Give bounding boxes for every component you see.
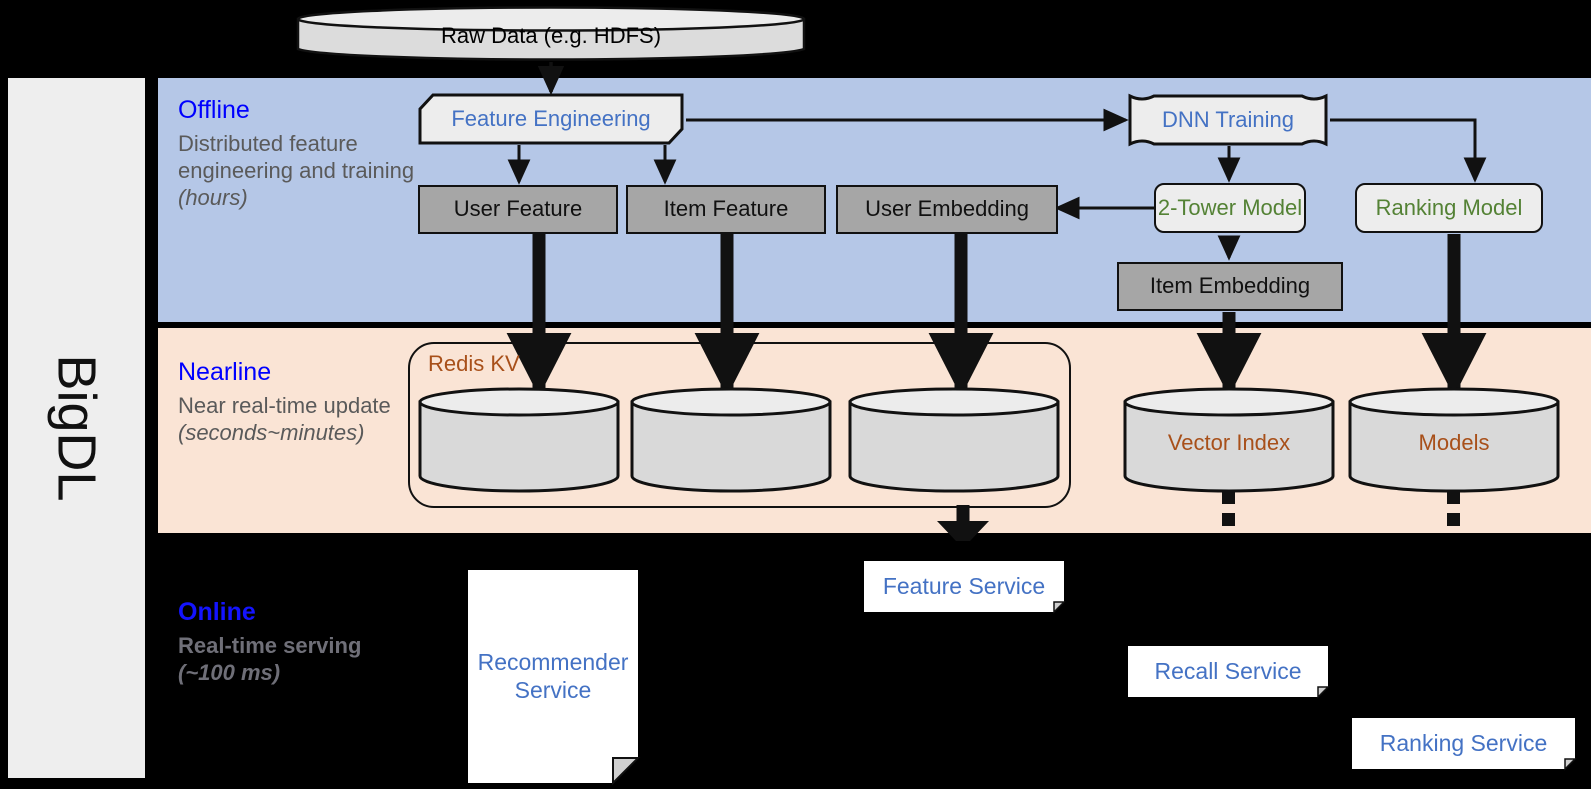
- user-feature-node[interactable]: User Feature: [418, 185, 618, 234]
- item-feature-node[interactable]: Item Feature: [626, 185, 826, 234]
- raw-data-cylinder: Raw Data (e.g. HDFS): [296, 6, 806, 62]
- ranking-service-node[interactable]: Ranking Service: [1352, 718, 1577, 771]
- user-embedding-node[interactable]: User Embedding: [836, 185, 1058, 234]
- models-label: Models: [1418, 430, 1490, 455]
- recall-service-node[interactable]: Recall Service: [1128, 646, 1330, 699]
- band-title-nearline: Nearline: [178, 358, 272, 386]
- band-label-online: Online Real-time serving (~100 ms): [178, 598, 418, 687]
- two-tower-model-node[interactable]: 2-Tower Model: [1154, 183, 1306, 233]
- item-embedding-node[interactable]: Item Embedding: [1117, 262, 1343, 311]
- feature-engineering-node[interactable]: Feature Engineering: [418, 93, 684, 145]
- dnn-training-node[interactable]: DNN Training: [1128, 93, 1328, 147]
- vector-index-cylinder[interactable]: Vector Index: [1123, 387, 1335, 493]
- bigdl-rail: BigDL: [8, 78, 145, 778]
- user-embedding-store-cylinder[interactable]: [848, 387, 1060, 493]
- band-desc-nearline: Near real-time update (seconds~minutes): [178, 393, 391, 445]
- ranking-service-label: Ranking Service: [1379, 729, 1548, 756]
- bigdl-label: BigDL: [46, 354, 107, 502]
- vector-index-label: Vector Index: [1167, 430, 1291, 455]
- feature-service-label: Feature Service: [882, 572, 1046, 599]
- user-feature-label: User Feature: [453, 196, 583, 222]
- band-title-online: Online: [178, 598, 256, 626]
- band-desc-online: Real-time serving (~100 ms): [178, 633, 362, 685]
- redis-kv-label: Redis KV: [428, 351, 520, 376]
- band-label-offline: Offline Distributed feature engineering …: [178, 96, 418, 211]
- user-embedding-label: User Embedding: [865, 196, 1029, 222]
- redis-kv-container: [408, 342, 1071, 508]
- raw-data-label: Raw Data (e.g. HDFS): [440, 23, 662, 48]
- item-embedding-label: Item Embedding: [1149, 273, 1311, 299]
- user-feature-store-cylinder[interactable]: [418, 387, 620, 493]
- recall-service-label: Recall Service: [1154, 657, 1302, 684]
- ranking-model-label: Ranking Model: [1375, 194, 1523, 220]
- band-title-offline: Offline: [178, 96, 250, 124]
- item-feature-store-cylinder[interactable]: [630, 387, 832, 493]
- two-tower-model-label: 2-Tower Model: [1157, 194, 1303, 220]
- recommender-service-node[interactable]: Recommender Service: [468, 570, 641, 786]
- models-cylinder[interactable]: Models: [1348, 387, 1560, 493]
- recommender-service-label: Recommender Service: [477, 649, 629, 703]
- dnn-training-label: DNN Training: [1161, 107, 1295, 132]
- band-desc-offline: Distributed feature engineering and trai…: [178, 131, 415, 210]
- ranking-model-node[interactable]: Ranking Model: [1355, 183, 1543, 233]
- feature-service-node[interactable]: Feature Service: [864, 561, 1066, 614]
- feature-engineering-label: Feature Engineering: [451, 106, 651, 131]
- item-feature-label: Item Feature: [663, 196, 789, 222]
- band-label-nearline: Nearline Near real-time update (seconds~…: [178, 358, 418, 447]
